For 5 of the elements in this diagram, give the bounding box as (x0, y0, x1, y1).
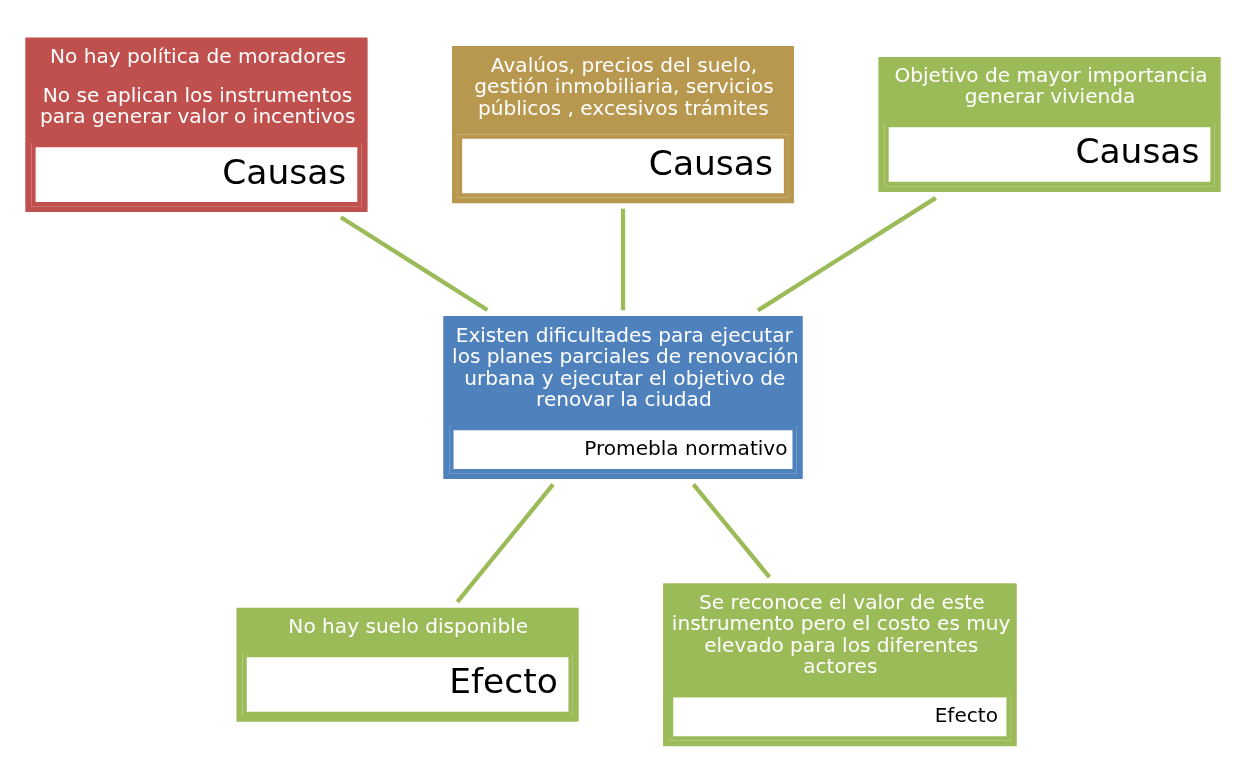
connector (339, 215, 489, 312)
connector (756, 196, 937, 313)
connector (620, 208, 626, 311)
connector (455, 483, 555, 604)
connector (691, 483, 772, 579)
